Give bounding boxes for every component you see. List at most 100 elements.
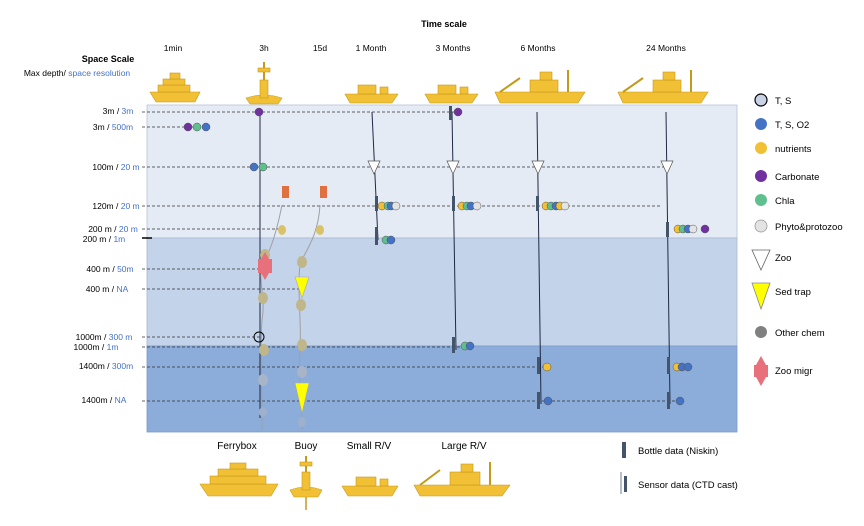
float	[296, 299, 306, 311]
float	[258, 292, 268, 304]
marker-phyto	[472, 201, 482, 211]
marker-ts-o2	[543, 396, 553, 406]
zoo-markers	[367, 160, 674, 175]
marker-carbonate	[700, 224, 710, 234]
float	[278, 225, 286, 235]
time-label: 1min	[164, 43, 183, 53]
float	[298, 417, 306, 427]
ocean-layer-mid	[146, 237, 738, 347]
zoo-marker	[367, 160, 381, 175]
platform-label: Small R/V	[347, 441, 392, 452]
legend-ts-o2-icon	[755, 118, 767, 130]
legend-phyto-icon	[754, 219, 768, 233]
zoo-marker	[446, 160, 460, 175]
float	[259, 407, 267, 417]
marker-ts-o2	[386, 235, 396, 245]
depth-label: 1000m / 300 m	[76, 332, 133, 342]
marker-carbonate	[254, 107, 264, 117]
time-label: 1 Month	[356, 43, 387, 53]
platform-label: Buoy	[295, 441, 318, 452]
marker-ts-o2	[683, 362, 693, 372]
marker-ts-o2	[249, 162, 259, 172]
sed-trap-marker	[294, 276, 310, 299]
float	[258, 374, 268, 386]
time-label: 24 Months	[646, 43, 686, 53]
buoy-icon	[289, 456, 323, 510]
depth-label: 1400m / 300m	[79, 361, 133, 371]
legend-label: nutrients	[775, 144, 812, 155]
depth-label: 1400m / NA	[82, 395, 127, 405]
other-chem-marker	[253, 331, 265, 343]
legend-label: Phyto&protozoo	[775, 222, 843, 233]
space-scale-subtitle: Max depth/ space resolution	[24, 68, 131, 78]
bottle-bar	[536, 196, 539, 211]
marker-phyto	[560, 201, 570, 211]
marker-phyto	[391, 201, 401, 211]
data-bars	[375, 106, 670, 409]
data-type-label: Sensor data (CTD cast)	[638, 480, 738, 491]
float	[297, 366, 307, 378]
bottle-data-icon	[622, 442, 626, 458]
zoo-migr-marker	[258, 259, 272, 273]
bottle-bar	[452, 337, 455, 353]
depth-label: 3m / 500m	[93, 122, 133, 132]
float	[259, 344, 269, 356]
depth-lines	[142, 111, 680, 402]
mooring-flag-15d	[320, 186, 327, 198]
depth-label: 400 m / NA	[86, 284, 129, 294]
platform-labels: Ferrybox Buoy Small R/V Large R/V	[217, 441, 487, 452]
large-rv-ship-icon	[494, 70, 586, 104]
buoy-icon	[245, 62, 283, 105]
marker-carbonate	[453, 107, 463, 117]
depth-label: 200 m / 20 m	[88, 224, 138, 234]
depth-label: 1000m / 1m	[74, 342, 119, 352]
buoy-moorings	[253, 186, 327, 431]
time-label: 6 Months	[521, 43, 556, 53]
time-label: 15d	[313, 43, 327, 53]
ocean-layer-deep	[146, 345, 738, 433]
bottle-bar	[375, 227, 378, 245]
marker-ts-o2	[465, 341, 475, 351]
large-rv-ship-icon	[413, 462, 511, 497]
ocean-layer-surface	[146, 104, 738, 239]
bottle-bar	[449, 106, 452, 120]
data-type-legend: Bottle data (Niskin) Sensor data (CTD ca…	[620, 442, 738, 494]
zoo-migr-arrow-down	[261, 273, 269, 280]
small-rv-3m-line	[451, 111, 457, 351]
legend-label: Other chem	[775, 328, 825, 339]
bottle-bar	[537, 357, 540, 374]
legend-label: Zoo	[775, 253, 791, 264]
depth-label: 120m / 20 m	[92, 201, 139, 211]
sensor-data-icon-bar	[624, 476, 627, 492]
legend-zoo-icon	[751, 249, 771, 271]
legend-sed-trap-icon	[751, 282, 771, 311]
depth-label: 400 m / 50m	[86, 264, 133, 274]
small-rv-ship-icon	[341, 476, 399, 497]
depth-label: 3m / 3m	[103, 106, 134, 116]
zoo-migr-arrow-up	[261, 252, 269, 259]
platform-icons-top	[149, 62, 709, 105]
time-label: 3h	[259, 43, 269, 53]
depth-labels: 3m / 3m 3m / 500m 100m / 20 m 120m / 20 …	[74, 106, 140, 405]
marker-carbonate	[183, 122, 193, 132]
small-rv-ship-icon	[344, 84, 399, 104]
ferrybox-ship-icon	[149, 72, 201, 103]
legend-chla-icon	[755, 194, 767, 206]
small-rv-1m-line	[371, 111, 379, 241]
bottle-bar	[375, 196, 378, 211]
legend-carbonate-icon	[755, 170, 767, 182]
ocean-layers	[146, 104, 738, 433]
legend-nutrients-icon	[755, 142, 767, 154]
time-scale-title: Time scale	[421, 19, 467, 29]
space-scale-heading: Space Scale	[82, 54, 135, 64]
marker-chla	[258, 162, 268, 172]
float	[297, 256, 307, 268]
platform-icons-bottom	[199, 456, 511, 510]
time-labels: 1min 3h 15d 1 Month 3 Months 6 Months 24…	[164, 43, 686, 53]
depth-label: 200 m / 1m	[83, 234, 126, 244]
legend-other-chem-icon	[755, 326, 767, 338]
legend-ts-icon	[754, 93, 768, 107]
ferrybox-ship-icon	[199, 462, 279, 497]
float	[316, 225, 324, 235]
large-rv-ship-icon	[617, 70, 709, 104]
